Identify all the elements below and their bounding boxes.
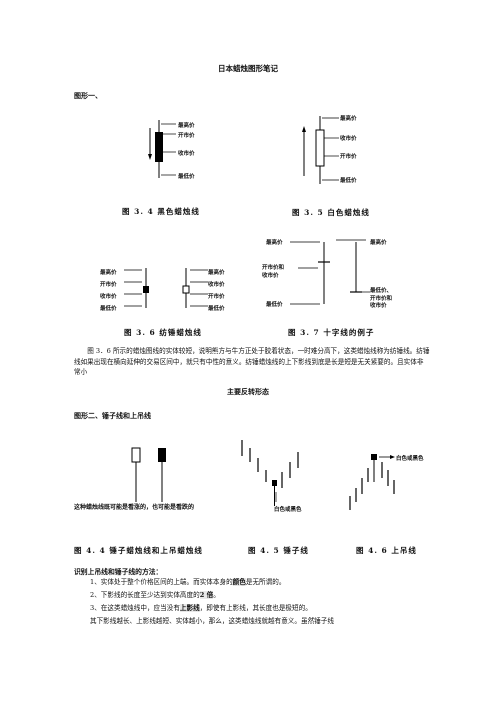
paragraph-last: 其下影线越长、上影线越短、实体越小，那么，这类蜡烛线就越有意义。虽然锤子线 bbox=[90, 617, 334, 625]
fig35-label-low: 最低价 bbox=[340, 178, 357, 184]
fig35-label-close: 收市价 bbox=[340, 136, 357, 142]
fig46-caption: 图 4. 6 上吊线 bbox=[356, 546, 417, 555]
fig37-mid-left: 开市价和 收市价 bbox=[262, 265, 285, 279]
fig44-note: 这种蜡烛线既可能是看涨的，也可能是看跌的 bbox=[74, 504, 195, 511]
figure-3-6-diagram bbox=[124, 268, 208, 308]
fig44-caption: 图 4. 4 锤子蜡烛线和上吊蜡烛线 bbox=[74, 546, 203, 555]
paragraph-spinning-top: 图 3．6 所示的蜡烛图线的实体较短，说明熊方与牛方正处于胶着状态，一时难分高下… bbox=[74, 347, 430, 376]
fig36-left-open: 开市价 bbox=[100, 282, 117, 288]
fig36-right-low: 最低价 bbox=[208, 306, 225, 312]
figure-4-6-diagram bbox=[349, 454, 395, 510]
fig36-left-high: 最高价 bbox=[100, 270, 117, 276]
heading-reversal-patterns: 主要反转形态 bbox=[227, 387, 269, 396]
fig34-caption: 图 3. 4 黑色蜡烛线 bbox=[122, 207, 200, 216]
section-heading-1: 图形一、 bbox=[74, 91, 102, 100]
fig35-caption: 图 3. 5 白色蜡烛线 bbox=[292, 208, 370, 217]
fig36-left-close: 收市价 bbox=[100, 294, 117, 300]
fig37-caption: 图 3. 7 十字线的例子 bbox=[288, 328, 375, 337]
list-item: 3、在这类蜡烛线中，应当没有上影线，即使有上影线，其长度也是极短的。 bbox=[90, 604, 312, 612]
fig37-bottom-right: 最低价、 开市价和 收市价 bbox=[370, 288, 393, 309]
fig36-right-high: 最高价 bbox=[208, 270, 225, 276]
fig34-label-high: 最高价 bbox=[178, 123, 195, 129]
fig34-label-low: 最低价 bbox=[178, 174, 195, 180]
list-item: 1、实体处于整个价格区间的上端。而实体本身的颜色是无所谓的。 bbox=[90, 578, 286, 586]
section-heading-2: 图形二、锤子线和上吊线 bbox=[74, 411, 151, 420]
fig37-top-left: 最高价 bbox=[266, 240, 283, 246]
fig34-label-open: 开市价 bbox=[178, 133, 195, 139]
fig36-right-close: 收市价 bbox=[208, 282, 225, 288]
fig45-label: 白色或黑色 bbox=[274, 507, 302, 513]
figure-3-4-diagram bbox=[148, 120, 176, 178]
figure-3-5-diagram bbox=[302, 116, 339, 184]
fig37-top-right: 最高价 bbox=[370, 240, 387, 246]
fig35-label-high: 最高价 bbox=[340, 116, 357, 122]
fig36-left-low: 最低价 bbox=[100, 306, 117, 312]
figure-4-5-diagram bbox=[241, 440, 299, 506]
identify-heading: 识别上吊线和锤子线的方法： bbox=[74, 568, 163, 576]
figure-4-4-diagram bbox=[131, 447, 166, 502]
figure-3-7-diagram bbox=[290, 239, 370, 305]
fig45-caption: 图 4. 5 锤子线 bbox=[248, 546, 309, 555]
fig35-label-open: 开市价 bbox=[340, 154, 357, 160]
fig37-bottom-left: 最低价 bbox=[266, 302, 283, 308]
fig36-right-open: 开市价 bbox=[208, 294, 225, 300]
fig36-caption: 图 3. 6 纺锤蜡烛线 bbox=[124, 328, 202, 337]
fig46-label: 白色或黑色 bbox=[396, 456, 424, 462]
list-item: 2、下影线的长度至少达到实体高度的2 倍。 bbox=[90, 591, 220, 599]
fig34-label-close: 收市价 bbox=[178, 151, 195, 157]
page-title: 日本蜡烛图形笔记 bbox=[218, 64, 278, 73]
